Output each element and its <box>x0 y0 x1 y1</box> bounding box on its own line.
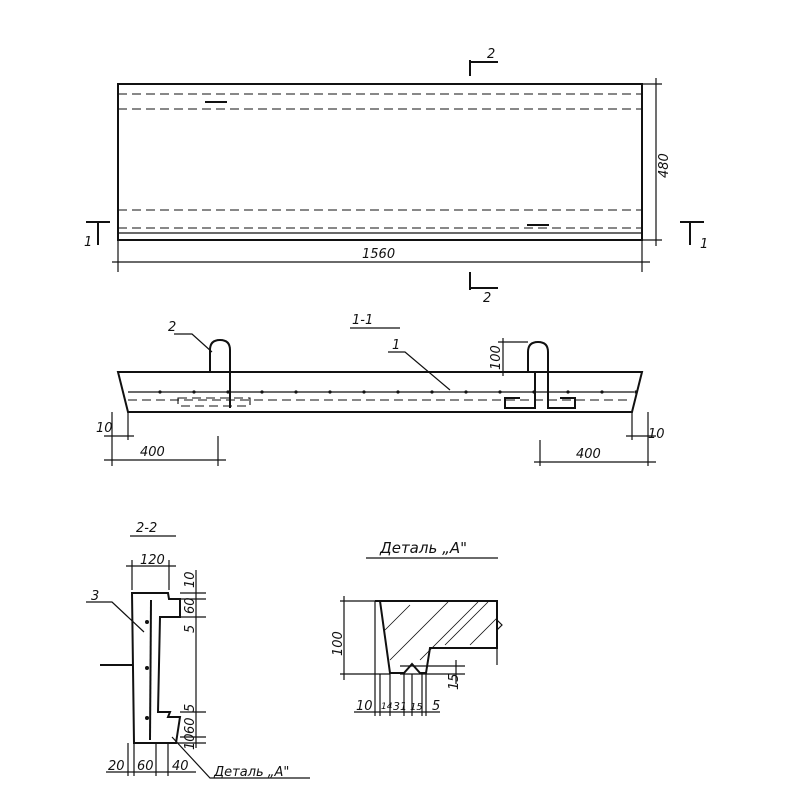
dim-top-60: 60 <box>183 597 198 614</box>
rebar-dot <box>145 620 149 624</box>
rebar-dot <box>294 390 298 394</box>
dim-height: 480 <box>657 153 672 178</box>
section-1-1-title: 1-1 <box>352 313 373 328</box>
rebar-dot <box>328 390 332 394</box>
dim-length: 1560 <box>362 247 395 262</box>
section-mark-right: 1 <box>700 237 708 252</box>
section-2-2-title: 2-2 <box>136 521 157 536</box>
rebar-dot <box>532 390 536 394</box>
leader-2: 2 <box>168 320 176 335</box>
dim-b60: 60 <box>137 759 154 774</box>
section-1-1: 1-1 2 1 100 10 400 10 400 <box>96 313 665 466</box>
leader-3: 3 <box>91 589 99 604</box>
rebar-dot <box>634 390 638 394</box>
detail-dim-10: 10 <box>356 699 373 714</box>
dim-left-edge: 10 <box>96 421 113 436</box>
rebar-dot <box>396 390 400 394</box>
rebar-dot <box>430 390 434 394</box>
detail-dim-15-bottom: 15 <box>410 702 423 713</box>
rebar-dot <box>158 390 162 394</box>
dim-top: 10 <box>183 571 198 588</box>
section-mark-bottom: 2 <box>483 291 491 306</box>
detail-a-title: Деталь „А" <box>379 539 467 557</box>
dim-right: 400 <box>576 447 601 462</box>
dim-bot-5: 5 <box>183 704 198 712</box>
plan-view: 2 2 1 1 480 1560 <box>84 47 708 306</box>
section-mark-top: 2 <box>487 47 495 62</box>
dim-b40: 40 <box>172 759 189 774</box>
detail-dim-14: 14 <box>381 702 393 712</box>
dim-top-5: 5 <box>183 625 198 633</box>
rebar-dot <box>260 390 264 394</box>
dim-b20: 20 <box>108 759 125 774</box>
rebar-dot <box>362 390 366 394</box>
rebar-dot <box>192 390 196 394</box>
rebar-dot <box>498 390 502 394</box>
rebar-dot <box>600 390 604 394</box>
dim-loop: 100 <box>489 345 504 370</box>
detail-dim-31: 31 <box>393 700 407 713</box>
rebar-dot <box>226 390 230 394</box>
rebar-dot <box>145 666 149 670</box>
section-2-2: 2-2 120 10 60 5 5 60 10 3 20 60 40 Детал… <box>86 521 310 780</box>
dim-bot-60: 60 <box>183 717 198 734</box>
rebar-dot <box>145 716 149 720</box>
detail-a-reference: Деталь „А" <box>213 765 289 780</box>
section-mark-left: 1 <box>84 235 92 250</box>
dim-right-edge: 10 <box>648 427 665 442</box>
rebar-dot <box>566 390 570 394</box>
leader-1: 1 <box>392 338 400 353</box>
rebar-dot <box>464 390 468 394</box>
dim-bot-10: 10 <box>183 733 198 750</box>
detail-a: Деталь „А" 100 15 10 14 31 15 5 <box>331 539 503 716</box>
detail-dim-5: 5 <box>432 699 440 714</box>
detail-dim-height: 100 <box>331 631 346 656</box>
detail-dim-15: 15 <box>447 673 462 690</box>
dim-left: 400 <box>140 445 165 460</box>
dim-width: 120 <box>140 553 165 568</box>
